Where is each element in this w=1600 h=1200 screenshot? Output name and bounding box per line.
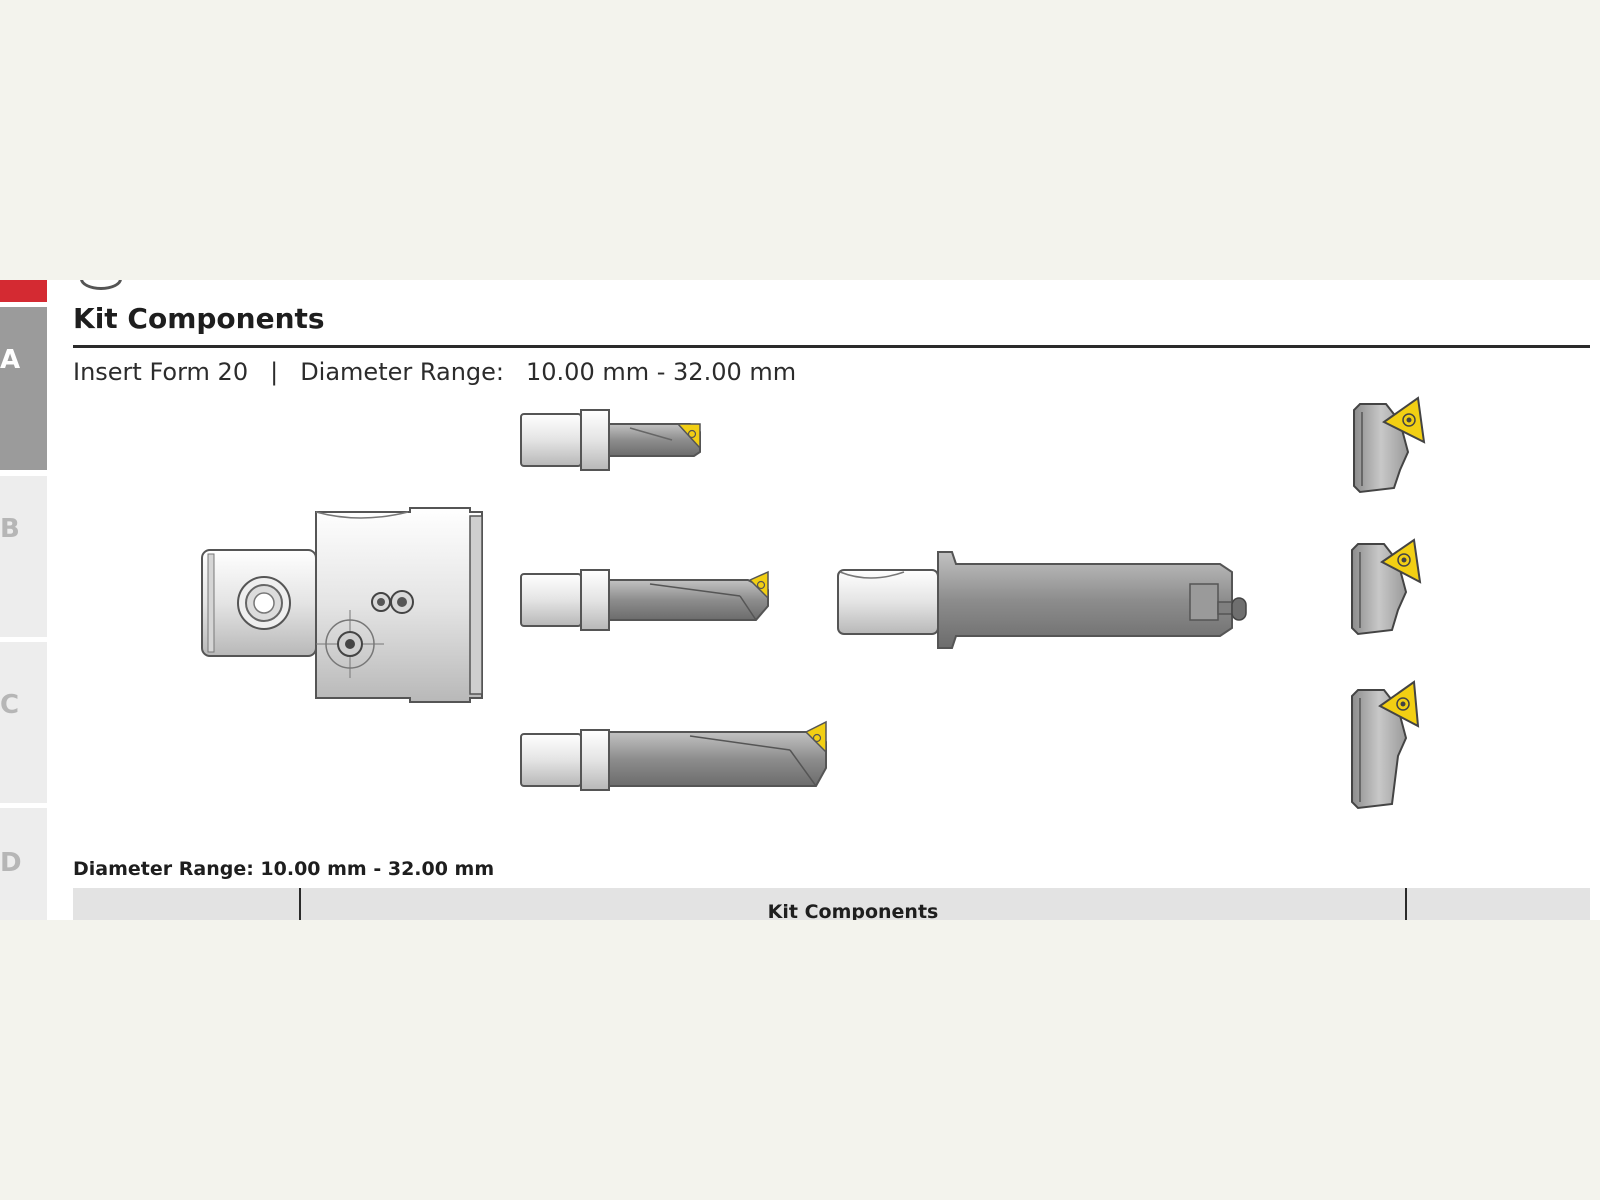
tab-d[interactable]: D — [0, 808, 47, 920]
insert-cartridge-3 — [1351, 680, 1420, 810]
kit-components-illustration — [201, 396, 1426, 810]
tab-red-marker — [0, 280, 47, 302]
tab-c[interactable]: C — [0, 642, 47, 803]
insert-cartridge-1 — [1353, 396, 1426, 494]
boring-head — [201, 507, 483, 703]
subtitle-separator: | — [270, 358, 279, 386]
table-caption: Diameter Range: 10.00 mm - 32.00 mm — [73, 858, 495, 880]
section-subtitle: Insert Form 20 | Diameter Range: 10.00 mm -… — [73, 358, 796, 386]
extension-shank — [837, 551, 1247, 649]
boring-bar-medium — [520, 569, 769, 631]
table-header-divider — [1405, 888, 1407, 920]
table-header-divider — [299, 888, 301, 920]
tab-a-label: A — [0, 345, 21, 375]
catalog-page: A B C D Kit Components Insert Form 20 | Di… — [0, 280, 1600, 920]
tab-c-label: C — [0, 690, 20, 720]
boring-bar-large — [520, 720, 827, 791]
diameter-range-label: Diameter Range: — [300, 358, 505, 386]
insert-cartridge-2 — [1351, 538, 1422, 636]
diameter-range-value: 10.00 mm - 32.00 mm — [526, 358, 797, 386]
boring-bar-small — [520, 409, 701, 471]
tab-d-label: D — [0, 848, 22, 878]
tab-b-label: B — [0, 514, 20, 544]
components-table-header: Kit Components — [73, 888, 1590, 920]
section-title: Kit Components — [73, 302, 325, 335]
title-divider — [73, 345, 1590, 348]
table-header-kit-components: Kit Components — [767, 901, 939, 920]
tab-b[interactable]: B — [0, 476, 47, 637]
tab-a[interactable]: A — [0, 307, 47, 470]
insert-form-label: Insert Form 20 — [73, 358, 249, 386]
